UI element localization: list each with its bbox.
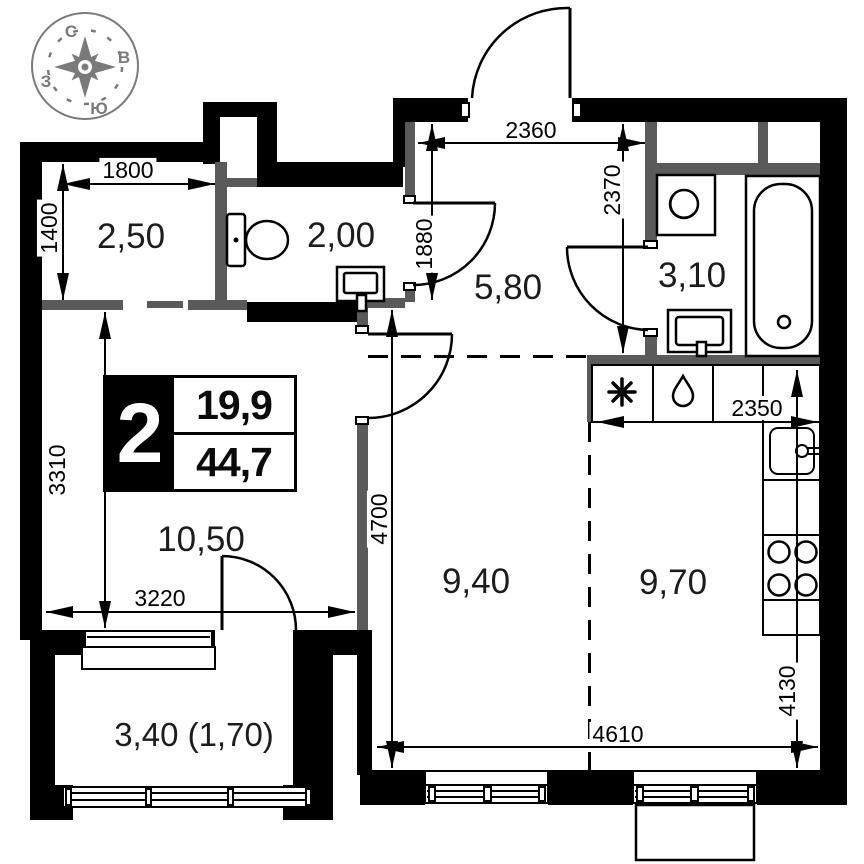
- bath-door-jamb-top: [643, 240, 658, 249]
- partition-opening-dash: [147, 301, 183, 308]
- wall-niche-left-post: [203, 102, 220, 164]
- room-count-value: 2: [106, 378, 174, 489]
- dim-label-4130: 4130: [774, 662, 800, 720]
- wall-balcony-right: [293, 630, 333, 788]
- stove-icon: [767, 540, 818, 597]
- kitchen-sink-icon: [769, 427, 819, 475]
- partition-living-right-top: [357, 302, 368, 333]
- room-label-balcony: 3,40 (1,70): [114, 716, 274, 753]
- partition-bath-shaft-bottom: [657, 163, 820, 175]
- partition-wc-right-top: [405, 122, 415, 203]
- bathroom-door: [565, 245, 649, 332]
- room-label-storage: 2,50: [96, 217, 166, 256]
- dim-label-4610: 4610: [589, 722, 647, 746]
- partition-wc-left-stub: [220, 178, 257, 187]
- bedroom-door: [367, 332, 454, 420]
- partition-storage-bottom-a: [42, 300, 123, 310]
- compass-circle: [31, 12, 139, 120]
- total-area-value: 44,7: [174, 432, 294, 489]
- room-label-kitchen: 9,70: [638, 563, 708, 602]
- wall-wc-top: [257, 162, 403, 187]
- partition-bath-left-top: [645, 122, 657, 248]
- partition-counter-left-stub: [587, 368, 595, 422]
- compass-north-label: С: [65, 22, 77, 41]
- wall-left: [20, 142, 42, 640]
- bath-sink-icon: [666, 308, 733, 358]
- entrance-jamb-left: [460, 102, 470, 118]
- entrance-jamb-right: [572, 102, 582, 118]
- dim-label-2370: 2370: [599, 161, 625, 219]
- bedroom-door-jamb-top: [355, 325, 369, 334]
- wall-right: [820, 98, 847, 805]
- hob-symbol-icon: [607, 377, 637, 407]
- bath-door-jamb-bottom: [643, 328, 658, 337]
- partition-living-right-bottom: [357, 418, 368, 630]
- room-label-wc: 2,00: [306, 216, 376, 255]
- compass-rose: С В З Ю: [31, 12, 139, 120]
- area-values: 19,9 44,7: [174, 378, 294, 489]
- partition-storage-bottom-b: [188, 300, 247, 310]
- partition-wc-right-bottom: [405, 285, 415, 302]
- wall-bedroom-left-lower: [357, 630, 372, 775]
- apartment-info-badge: 2 19,9 44,7: [103, 375, 297, 492]
- dim-label-3220: 3220: [131, 586, 189, 610]
- balcony-door-opening: [215, 630, 293, 655]
- bedroom-door-jamb-bottom: [355, 416, 369, 425]
- window-opening-1: [425, 770, 548, 805]
- dim-label-1880: 1880: [411, 215, 437, 273]
- balcony-front-window: [62, 786, 314, 808]
- wall-top-left: [20, 142, 205, 162]
- wall-niche-side-left: [257, 117, 277, 175]
- dim-label-3310: 3310: [44, 441, 70, 499]
- room-label-bathroom: 3,10: [657, 256, 727, 295]
- dim-label-2360: 2360: [502, 118, 560, 142]
- balcony-slab-below-window: [634, 803, 756, 862]
- compass-tick-ring: [46, 28, 124, 106]
- compass-east-label: В: [118, 48, 130, 67]
- compass-star-diagonal: [71, 53, 99, 81]
- partition-kitchen-top: [587, 355, 820, 368]
- zone-line-hall-bedroom: [368, 355, 588, 358]
- compass-south-label: Ю: [90, 99, 108, 118]
- wc-door-jamb-top: [403, 195, 416, 204]
- dim-label-2350: 2350: [728, 396, 786, 420]
- partition-storage-right: [215, 162, 227, 302]
- dim-label-4700: 4700: [366, 490, 392, 548]
- compass-star-main: [54, 36, 116, 98]
- room-label-bedroom: 9,40: [441, 562, 511, 601]
- compass-hub-dot: [81, 63, 89, 71]
- wall-balcony-corner-right: [283, 785, 333, 820]
- window-opening-2: [633, 770, 757, 805]
- balcony-window-opening: [85, 630, 212, 655]
- room-label-living-room: 10,50: [157, 520, 245, 559]
- zone-line-bedroom-kitchen: [588, 422, 591, 770]
- compass-west-label: З: [41, 72, 52, 91]
- room-label-hallway: 5,80: [473, 268, 543, 307]
- water-drop-icon: [671, 373, 695, 408]
- wall-niche-top: [203, 102, 277, 117]
- dim-label-1800: 1800: [99, 158, 157, 182]
- entrance-door: [470, 6, 572, 99]
- living-area-value: 19,9: [196, 381, 273, 428]
- washing-machine-icon: [655, 173, 717, 237]
- toilet-icon: [225, 212, 290, 268]
- bathtub-icon: [744, 174, 822, 358]
- partition-wc-bottom-right: [368, 298, 405, 308]
- partition-bath-shaft-divider: [758, 122, 768, 163]
- wall-wc-bottom: [247, 302, 368, 322]
- balcony-door: [220, 554, 298, 631]
- compass-hub: [75, 57, 95, 77]
- wc-door-jamb-bottom: [403, 282, 416, 291]
- dim-label-1400: 1400: [36, 199, 62, 257]
- wall-balcony-corner-left: [30, 785, 73, 820]
